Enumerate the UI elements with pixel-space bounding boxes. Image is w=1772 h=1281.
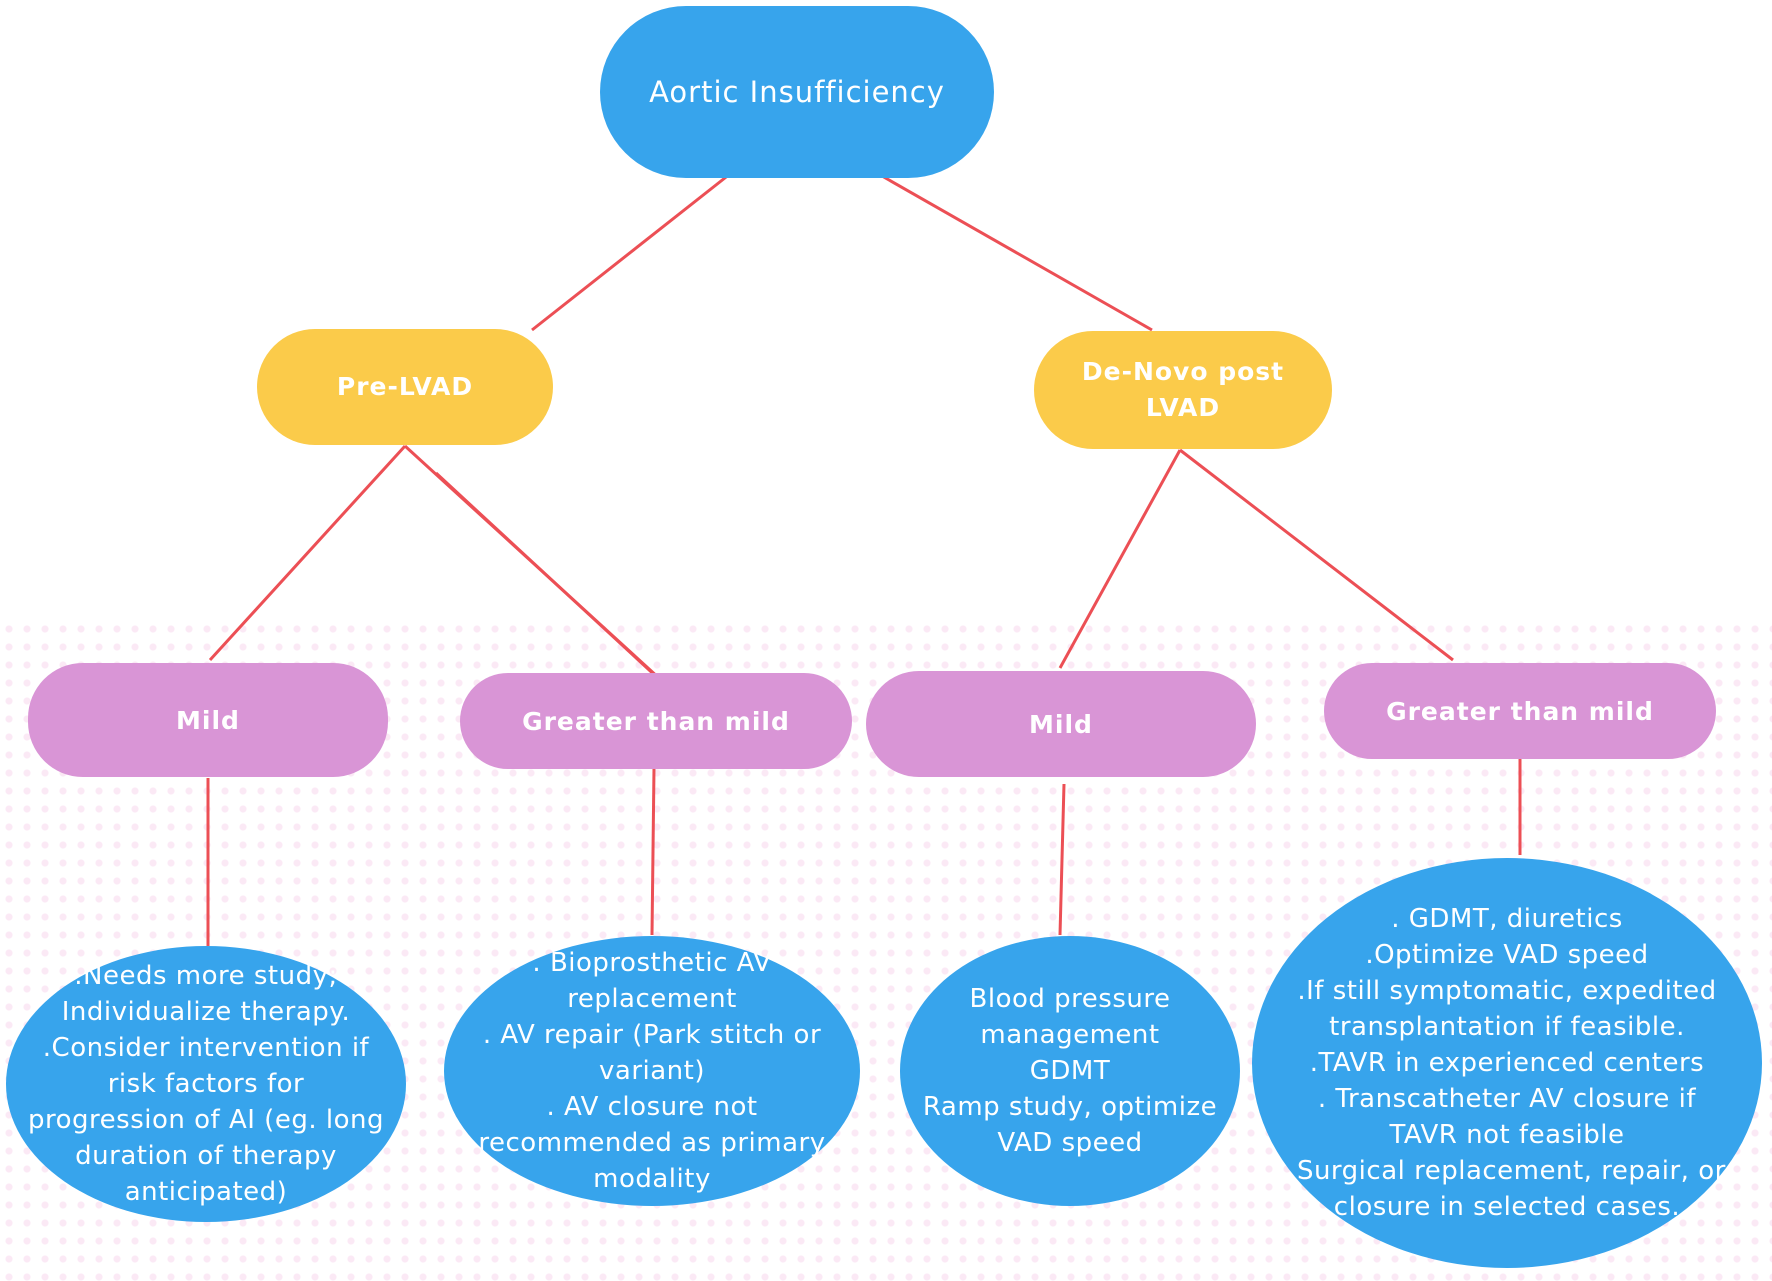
- recommendation-line: .Surgical replacement, repair, or: [1288, 1156, 1726, 1186]
- severity-label: Greater than mild: [522, 706, 790, 736]
- severity-greater-denovo: Greater than mild: [1324, 663, 1716, 759]
- recommendation-line: . AV closure not: [546, 1092, 758, 1122]
- recommendation-line: management: [980, 1020, 1160, 1050]
- edge-pre-lvad-mild: [208, 444, 407, 662]
- edge-denovo-mild: [1058, 449, 1182, 669]
- category-pre-lvad: Pre-LVAD: [257, 329, 553, 445]
- recommendation-line: progression of AI (eg. long: [28, 1105, 384, 1135]
- recommendation-line: recommended as primary: [478, 1128, 826, 1158]
- recommendation-line: . Bioprosthetic AV: [532, 948, 772, 978]
- root-label: Aortic Insufficiency: [649, 75, 945, 109]
- category-denovo-post-lvad: De-Novo post LVAD: [1034, 331, 1332, 449]
- recommendation-line: replacement: [567, 984, 737, 1014]
- severity-mild-denovo: Mild: [866, 671, 1256, 777]
- recommendation-line: VAD speed: [997, 1128, 1143, 1158]
- recommendation-line: .If still symptomatic, expedited: [1297, 976, 1717, 1006]
- edge-mild-2-leaf: [1058, 783, 1066, 936]
- severity-label: Mild: [1029, 709, 1093, 739]
- root-node: Aortic Insufficiency: [600, 6, 994, 178]
- recommendation-line: variant): [599, 1056, 705, 1086]
- severity-label: Greater than mild: [1386, 696, 1654, 726]
- category-label-line: De-Novo post: [1081, 357, 1285, 386]
- severity-mild-pre-lvad: Mild: [28, 663, 388, 777]
- recommendation-line: Individualize therapy.: [61, 997, 351, 1027]
- recommendation-line: GDMT: [1029, 1056, 1111, 1086]
- severity-greater-pre-lvad: Greater than mild: [460, 673, 852, 769]
- severity-label: Mild: [176, 705, 240, 735]
- recommendation-pre-lvad-greater: . Bioprosthetic AV replacement . AV repa…: [444, 936, 860, 1206]
- recommendation-line: risk factors for: [107, 1069, 305, 1099]
- recommendation-line: .Needs more study;: [74, 961, 338, 991]
- category-label-line: Pre-LVAD: [336, 372, 474, 401]
- recommendation-line: . Transcatheter AV closure if: [1317, 1084, 1697, 1114]
- edge-root-pre-lvad: [531, 168, 736, 332]
- recommendation-line: closure in selected cases.: [1333, 1192, 1681, 1222]
- recommendation-denovo-greater: . GDMT, diuretics .Optimize VAD speed .I…: [1252, 858, 1762, 1268]
- recommendation-line: .Optimize VAD speed: [1365, 940, 1649, 970]
- edge-root-denovo: [867, 166, 1153, 332]
- recommendation-line: TAVR not feasible: [1389, 1120, 1625, 1150]
- edge-denovo-greater: [1179, 448, 1454, 662]
- recommendation-line: . AV repair (Park stitch or: [482, 1020, 822, 1050]
- category-label-line: LVAD: [1145, 393, 1221, 422]
- recommendation-line: modality: [593, 1164, 711, 1194]
- recommendation-line: Ramp study, optimize: [922, 1092, 1218, 1122]
- recommendation-line: transplantation if feasible.: [1329, 1012, 1685, 1042]
- recommendation-pre-lvad-mild: .Needs more study; Individualize therapy…: [6, 946, 406, 1222]
- edge-greater-1-leaf: [650, 767, 656, 936]
- recommendation-line: .Consider intervention if: [42, 1033, 370, 1063]
- recommendation-line: . GDMT, diuretics: [1391, 904, 1623, 934]
- recommendation-denovo-mild: Blood pressure management GDMT Ramp stud…: [900, 936, 1240, 1206]
- category-label: Pre-LVAD: [337, 369, 473, 405]
- recommendation-line: duration of therapy: [75, 1141, 337, 1171]
- recommendation-line: anticipated): [124, 1177, 288, 1207]
- recommendation-line: .TAVR in experienced centers: [1309, 1048, 1705, 1078]
- edge-pre-lvad-greater-double: [434, 471, 662, 682]
- recommendation-line: Blood pressure: [969, 984, 1171, 1014]
